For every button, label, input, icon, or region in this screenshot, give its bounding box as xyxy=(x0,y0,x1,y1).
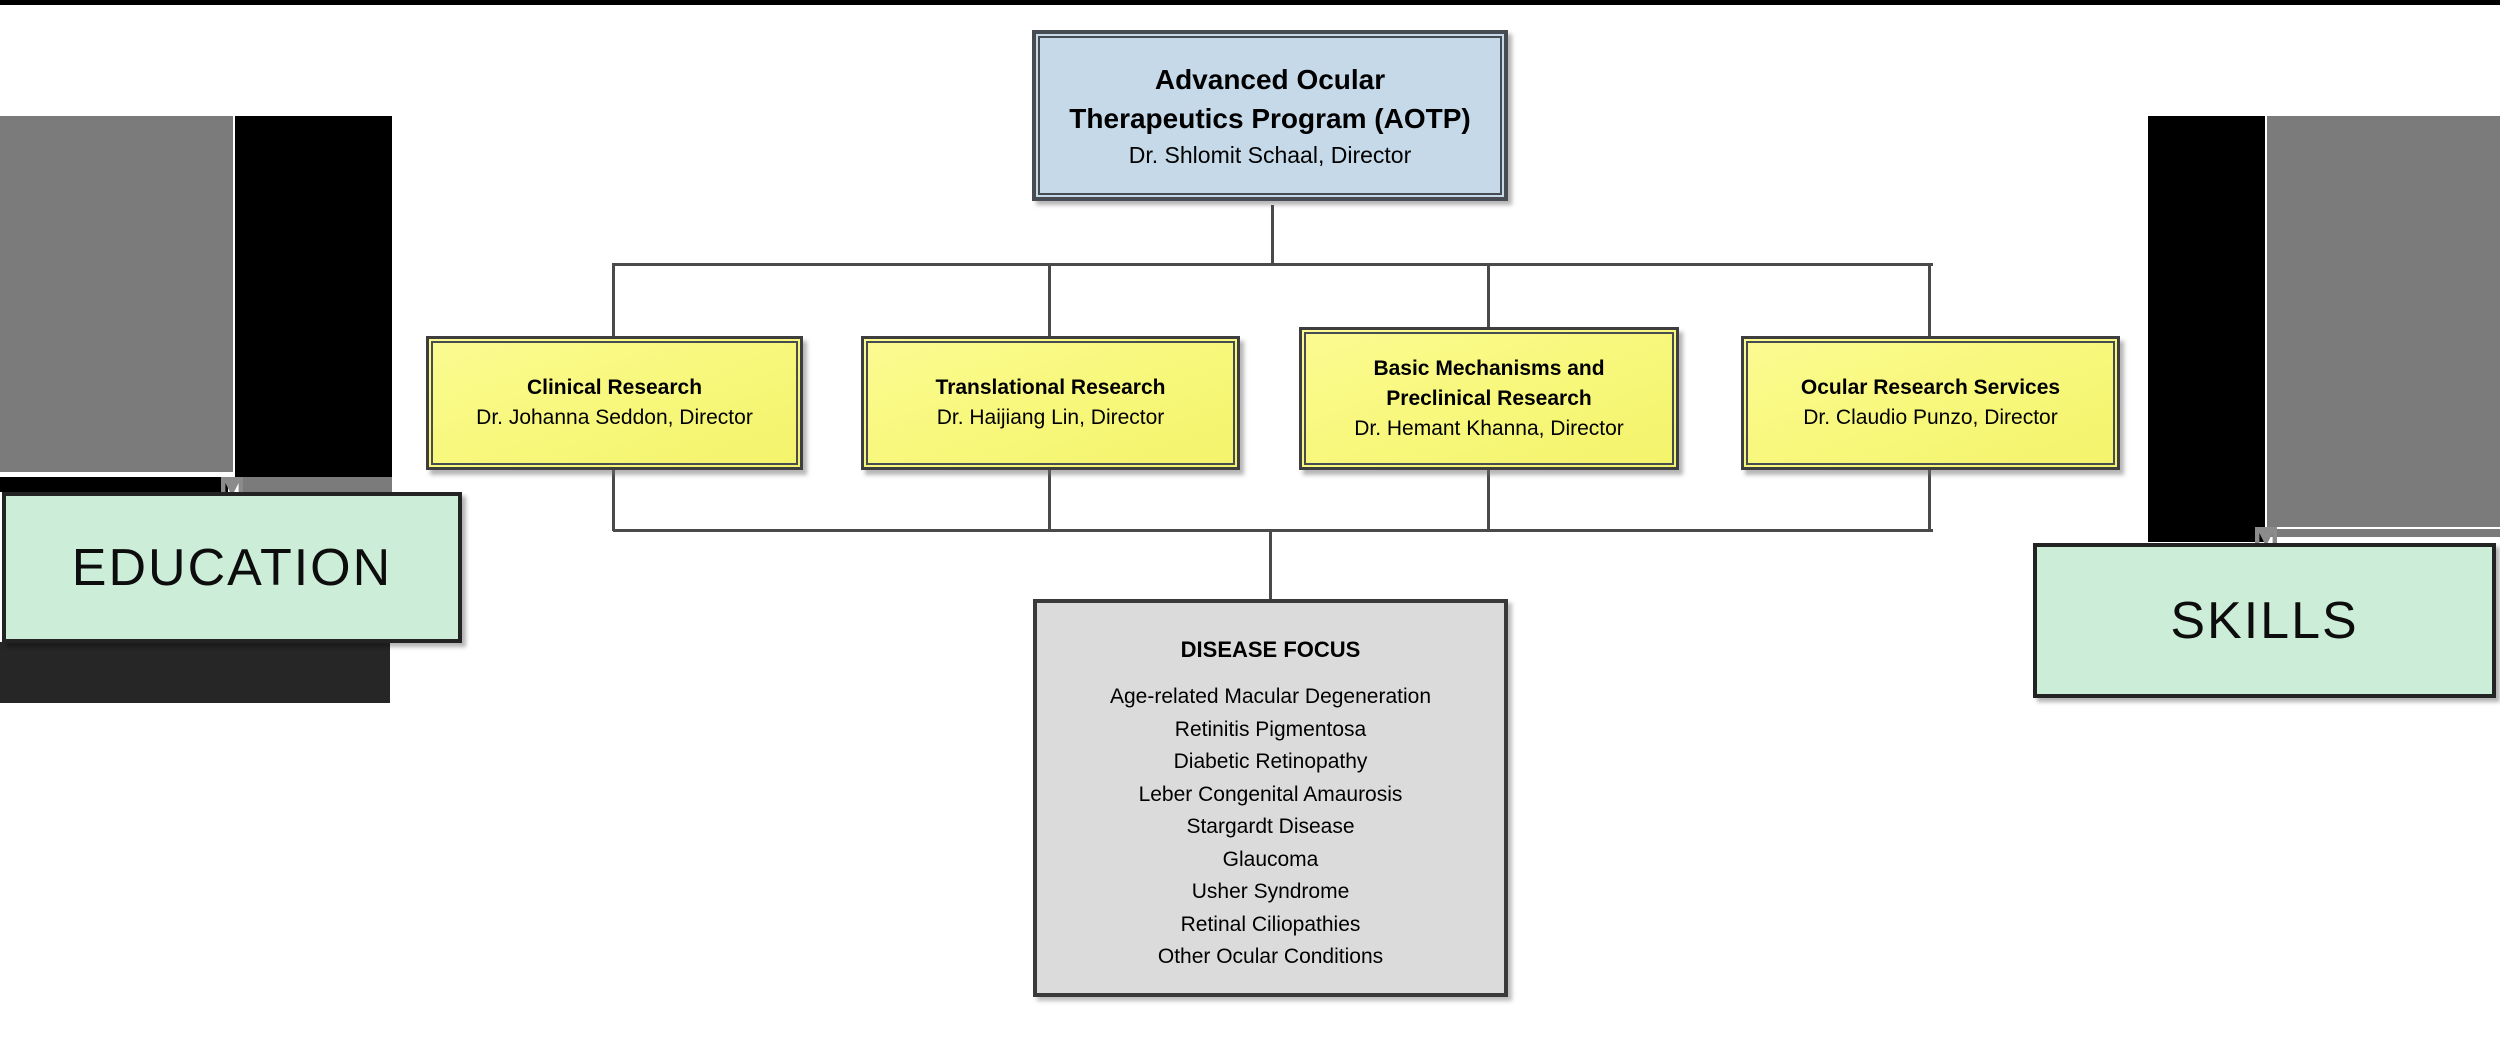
disease-focus-box: DISEASE FOCUS Age-related Macular Degene… xyxy=(1033,599,1508,997)
connector-bottom-division-2 xyxy=(1048,468,1051,531)
connector-top-division-1 xyxy=(612,263,615,338)
disease-item: Diabetic Retinopathy xyxy=(1173,750,1368,773)
program-title-line2: Therapeutics Program (AOTP) xyxy=(1069,102,1471,134)
division-box-translational-research: Translational Research Dr. Haijiang Lin,… xyxy=(861,336,1240,470)
disease-item: Retinal Ciliopathies xyxy=(1180,912,1361,936)
division-inner-frame: Ocular Research Services Dr. Claudio Pun… xyxy=(1746,341,2115,465)
right-photo-strip-gray xyxy=(2267,529,2500,537)
disease-item: Other Ocular Conditions xyxy=(1157,945,1384,968)
disease-item: Stargardt Disease xyxy=(1186,815,1355,838)
skills-label: SKILLS xyxy=(2170,591,2359,650)
left-photo-strip-gray xyxy=(240,477,392,492)
connector-lower-horizontal xyxy=(613,529,1933,532)
right-photo-placeholder-black xyxy=(2148,116,2265,542)
education-label-box: EDUCATION xyxy=(2,492,462,643)
connector-upper-horizontal xyxy=(613,263,1933,266)
bottom-horizontal-rule xyxy=(0,0,2500,5)
left-photo-strip-black xyxy=(0,477,228,492)
division-director: Dr. Haijiang Lin, Director xyxy=(936,406,1165,429)
right-photo-placeholder-gray xyxy=(2267,116,2500,527)
program-box: Advanced Ocular Therapeutics Program (AO… xyxy=(1032,30,1508,201)
division-director: Dr. Johanna Seddon, Director xyxy=(476,406,753,429)
division-box-ocular-research-services: Ocular Research Services Dr. Claudio Pun… xyxy=(1741,336,2120,470)
connector-top-division-4 xyxy=(1928,263,1931,338)
disease-item: Retinitis Pigmentosa xyxy=(1174,717,1367,741)
division-name-line2: Preclinical Research xyxy=(1386,386,1592,410)
connector-bottom-division-4 xyxy=(1928,468,1931,531)
division-inner-frame: Basic Mechanisms and Preclinical Researc… xyxy=(1304,332,1674,465)
program-box-inner-frame: Advanced Ocular Therapeutics Program (AO… xyxy=(1038,36,1502,195)
disease-focus-title: DISEASE FOCUS xyxy=(1180,637,1361,662)
division-director: Dr. Claudio Punzo, Director xyxy=(1803,406,2058,429)
connector-bottom-division-1 xyxy=(612,468,615,531)
division-name: Ocular Research Services xyxy=(1800,376,2061,399)
program-title-line1: Advanced Ocular xyxy=(1154,63,1386,95)
connector-bottom-division-3 xyxy=(1487,468,1490,531)
division-name-line1: Basic Mechanisms and xyxy=(1373,356,1605,380)
division-name: Clinical Research xyxy=(526,376,703,399)
left-photo-placeholder-gray xyxy=(0,116,233,472)
disease-item: Usher Syndrome xyxy=(1191,880,1350,903)
disease-item: Leber Congenital Amaurosis xyxy=(1138,782,1403,806)
division-name: Translational Research xyxy=(935,376,1166,399)
connector-top-division-3 xyxy=(1487,263,1490,329)
connector-disease-vertical xyxy=(1269,529,1272,601)
connector-top-division-2 xyxy=(1048,263,1051,338)
division-director: Dr. Hemant Khanna, Director xyxy=(1354,416,1624,440)
disease-item: Age-related Macular Degeneration xyxy=(1109,685,1432,708)
connector-root-vertical xyxy=(1271,205,1274,265)
division-inner-frame: Clinical Research Dr. Johanna Seddon, Di… xyxy=(431,341,798,465)
education-label: EDUCATION xyxy=(71,538,393,597)
division-box-clinical-research: Clinical Research Dr. Johanna Seddon, Di… xyxy=(426,336,803,470)
left-photo-placeholder-charcoal xyxy=(0,642,390,703)
division-inner-frame: Translational Research Dr. Haijiang Lin,… xyxy=(866,341,1235,465)
skills-label-box: SKILLS xyxy=(2033,543,2496,698)
division-box-basic-mechanisms-preclinical: Basic Mechanisms and Preclinical Researc… xyxy=(1299,327,1679,470)
program-director: Dr. Shlomit Schaal, Director xyxy=(1128,141,1412,168)
right-collage-notch xyxy=(2255,527,2277,544)
left-photo-placeholder-black xyxy=(235,116,392,477)
disease-item: Glaucoma xyxy=(1222,847,1319,871)
